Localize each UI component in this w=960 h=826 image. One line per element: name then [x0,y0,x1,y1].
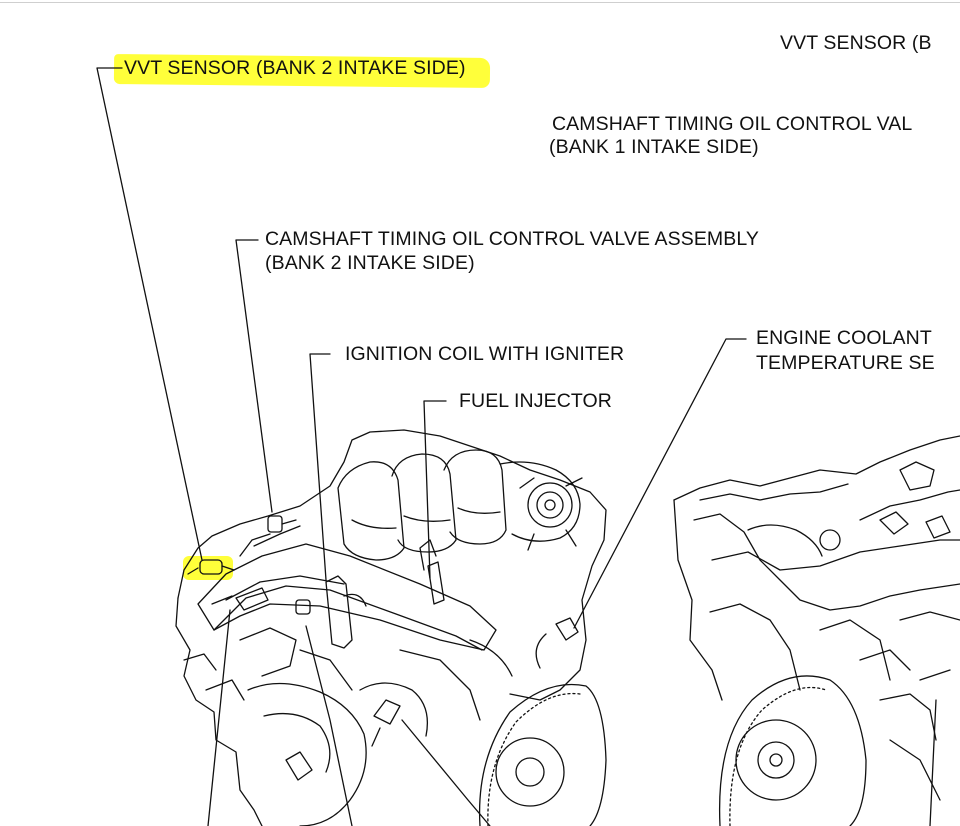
coolant-sensor-label-line2: TEMPERATURE SE [756,352,935,374]
coolant-sensor-label-line1: ENGINE COOLANT [756,327,932,349]
top-border [0,2,960,3]
ocv-bank1-label-line1: CAMSHAFT TIMING OIL CONTROL VAL [552,113,913,135]
left-engine [175,429,607,826]
ocv-bank2-label-line2: (BANK 2 INTAKE SIDE) [265,252,475,274]
fuel-injector-label: FUEL INJECTOR [459,390,612,412]
leader-lines [96,67,937,826]
ocv-bank1-label-line2: (BANK 1 INTAKE SIDE) [549,136,759,158]
vvt-sensor-bank1-label: VVT SENSOR (B [780,32,932,54]
ignition-coil-label: IGNITION COIL WITH IGNITER [345,343,625,365]
vvt-sensor-bank2-label: VVT SENSOR (BANK 2 INTAKE SIDE) [124,57,466,79]
ocv-bank2-label-line1: CAMSHAFT TIMING OIL CONTROL VALVE ASSEMB… [265,228,759,250]
right-engine [673,435,960,826]
